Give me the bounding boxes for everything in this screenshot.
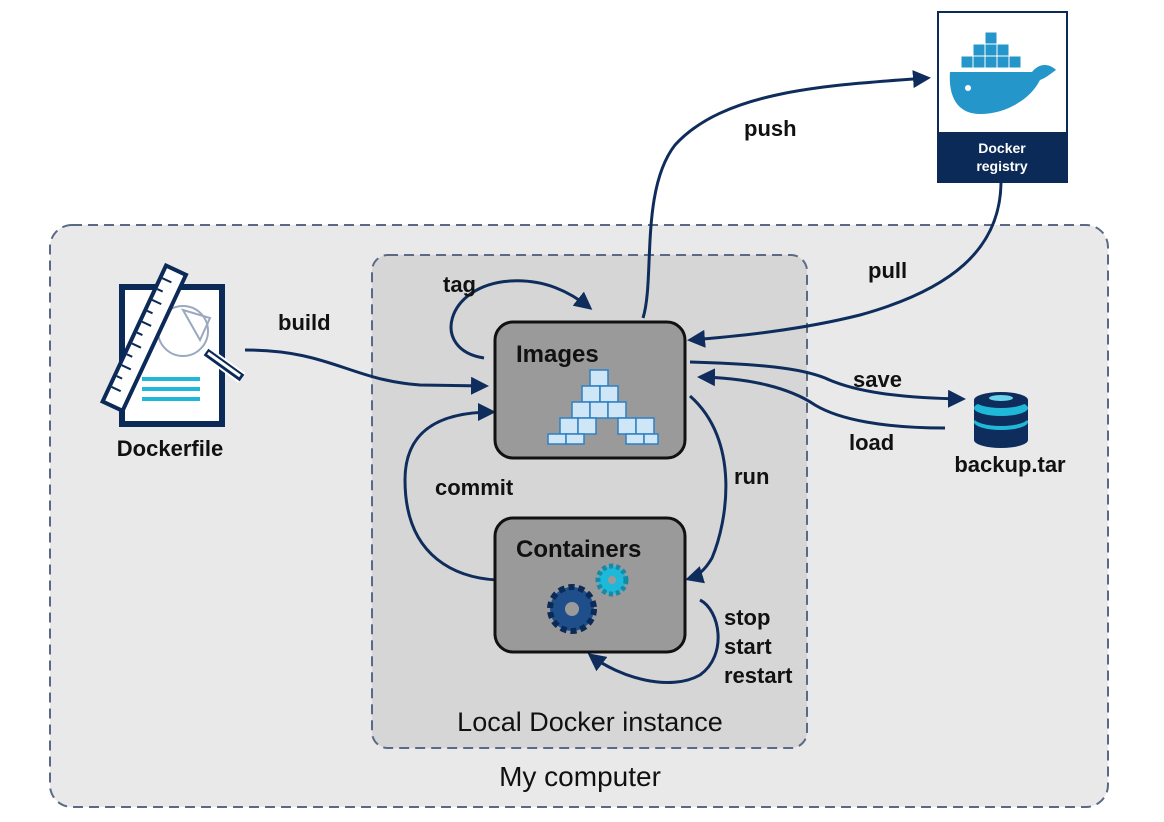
push-arrow xyxy=(641,70,931,319)
load-arrow xyxy=(697,368,946,430)
dockerfile-label: Dockerfile xyxy=(117,436,223,461)
backup-label: backup.tar xyxy=(954,452,1066,477)
containers-node: Containers xyxy=(493,516,687,654)
my-computer-label: My computer xyxy=(499,761,661,792)
pull-label: pull xyxy=(868,258,907,283)
restart-label: restart xyxy=(724,663,793,688)
gear-icon xyxy=(547,584,597,634)
images-node: Images xyxy=(493,320,687,460)
commit-label: commit xyxy=(435,475,514,500)
local-docker-instance-label: Local Docker instance xyxy=(457,707,723,737)
images-label: Images xyxy=(516,341,599,368)
save-arrow xyxy=(689,360,966,408)
push-label: push xyxy=(744,116,797,141)
docker-whale-icon xyxy=(949,31,1056,114)
load-label: load xyxy=(849,430,894,455)
registry-banner xyxy=(938,132,1067,182)
small-gear-icon xyxy=(595,563,629,597)
tag-arrow xyxy=(449,279,593,360)
run-arrow xyxy=(685,394,728,584)
stacked-cubes-icon xyxy=(547,369,659,445)
registry-label-line2: registry xyxy=(976,158,1028,174)
lifecycle-arrow xyxy=(587,598,720,684)
stop-label: stop xyxy=(724,605,770,630)
database-icon xyxy=(974,392,1028,448)
build-label: build xyxy=(278,310,331,335)
dockerfile-node: Dockerfile xyxy=(99,262,246,461)
save-label: save xyxy=(853,367,902,392)
pull-arrow xyxy=(687,182,1003,348)
start-label: start xyxy=(724,634,772,659)
build-arrow xyxy=(244,348,489,395)
registry-label-line1: Docker xyxy=(978,140,1026,156)
document-icon xyxy=(119,284,225,427)
pencil-icon xyxy=(202,347,246,383)
tag-label: tag xyxy=(443,272,476,297)
docker-registry-node: Docker registry xyxy=(937,11,1068,183)
containers-label: Containers xyxy=(516,536,641,563)
ruler-icon xyxy=(99,262,189,414)
backup-node: backup.tar xyxy=(954,392,1066,477)
commit-arrow xyxy=(403,403,498,582)
run-label: run xyxy=(734,464,769,489)
